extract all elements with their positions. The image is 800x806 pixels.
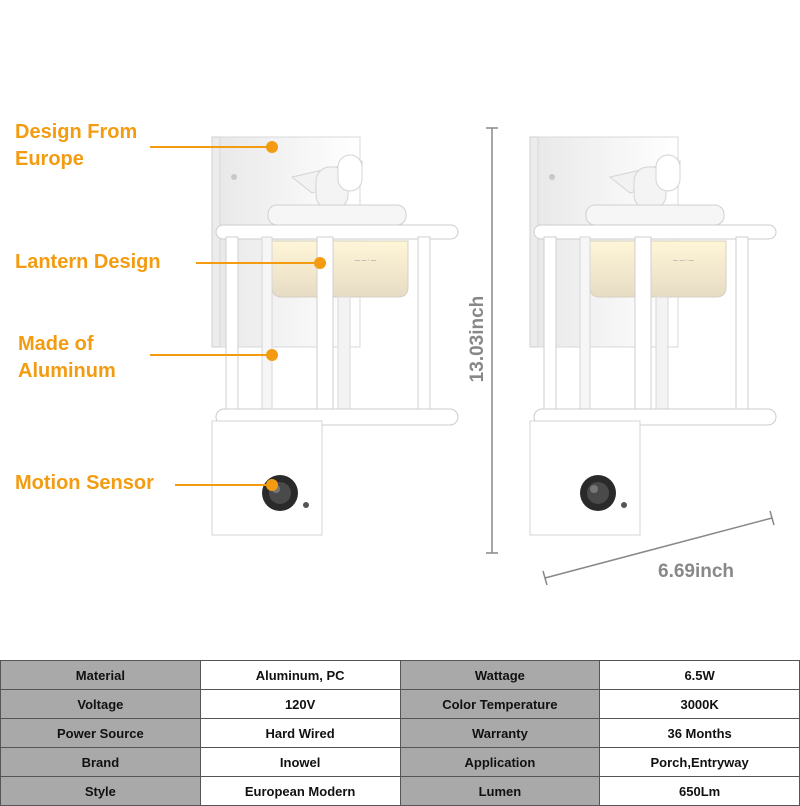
callout-motion-sensor: Motion Sensor	[15, 470, 154, 497]
specs-table: Material Aluminum, PC Wattage 6.5W Volta…	[0, 660, 800, 806]
table-row: Voltage 120V Color Temperature 3000K	[0, 689, 800, 719]
spec-label: Style	[0, 776, 201, 806]
height-dimension-label: 13.03inch	[467, 295, 488, 383]
spec-value: 3000K	[599, 689, 800, 719]
callout-material-line1: Made of	[18, 333, 94, 355]
spec-value: Inowel	[199, 747, 401, 777]
callout-lantern-line1: Lantern Design	[15, 251, 161, 273]
width-dimension-label: 6.69inch	[658, 561, 735, 582]
callout-lantern-design: Lantern Design	[15, 249, 161, 276]
spec-label: Application	[399, 747, 601, 777]
product-illustration: ~~·~	[150, 127, 777, 586]
spec-value: 36 Months	[599, 718, 800, 748]
spec-value: 6.5W	[599, 660, 800, 690]
spec-label: Material	[0, 660, 201, 690]
spec-label: Voltage	[0, 689, 201, 719]
lamp-left	[211, 136, 459, 536]
table-row: Style European Modern Lumen 650Lm	[0, 776, 800, 806]
callout-lines	[150, 141, 326, 491]
table-row: Power Source Hard Wired Warranty 36 Mont…	[0, 718, 800, 748]
spec-value: Aluminum, PC	[199, 660, 401, 690]
spec-value: Porch,Entryway	[599, 747, 800, 777]
height-dimension-line	[486, 127, 498, 554]
callout-motion-line1: Motion Sensor	[15, 472, 154, 494]
lamp-right	[529, 136, 777, 536]
spec-label: Warranty	[399, 718, 601, 748]
spec-value: 650Lm	[599, 776, 800, 806]
width-dimension-line	[542, 510, 775, 586]
table-row: Brand Inowel Application Porch,Entryway	[0, 747, 800, 777]
spec-label: Brand	[0, 747, 201, 777]
spec-value: Hard Wired	[199, 718, 401, 748]
spec-value: European Modern	[199, 776, 401, 806]
callout-design-from-europe: Design From Europe	[15, 119, 137, 173]
spec-label: Power Source	[0, 718, 201, 748]
spec-label: Lumen	[399, 776, 601, 806]
table-row: Material Aluminum, PC Wattage 6.5W	[0, 660, 800, 690]
spec-value: 120V	[199, 689, 401, 719]
callout-material-line2: Aluminum	[18, 360, 116, 382]
spec-label: Wattage	[399, 660, 601, 690]
callout-design-line1: Design From	[15, 121, 138, 143]
spec-label: Color Temperature	[399, 689, 601, 719]
callout-made-of-aluminum: Made of Aluminum	[18, 331, 116, 385]
callout-design-line2: Europe	[15, 148, 84, 170]
